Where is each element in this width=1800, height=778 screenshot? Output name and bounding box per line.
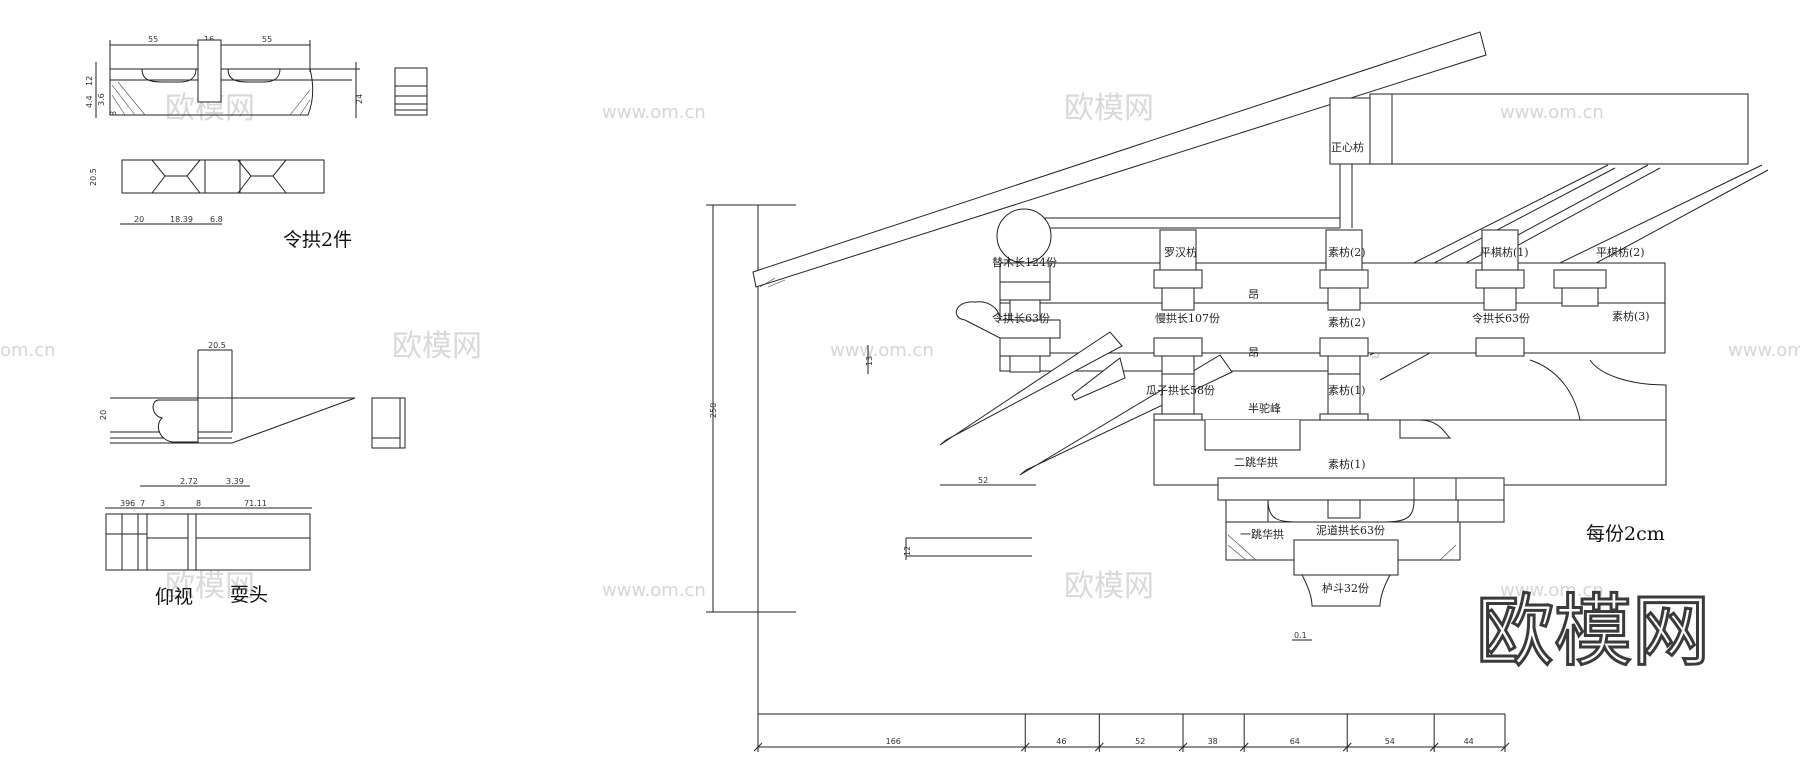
watermark-cn: 欧模网	[165, 569, 255, 604]
dim-tick-mark	[1239, 742, 1249, 752]
label-mangong: 慢拱长107份	[1155, 311, 1220, 325]
label-ping-fang-1: 平棋枋(1)	[1480, 245, 1529, 259]
dim-12: 12	[903, 546, 912, 556]
watermark-cn: 欧模网	[1064, 569, 1154, 604]
brand-logo: 欧模网	[1476, 587, 1710, 677]
watermark-url: www.om.cn	[1500, 580, 1604, 601]
dim-bottom-segment: 44	[1464, 737, 1474, 746]
dim-52: 52	[978, 476, 988, 485]
dim-2-72: 2.72	[180, 477, 198, 486]
label-ping-fang-2: 平棋枋(2)	[1596, 245, 1645, 259]
label-ang: 昂	[1248, 288, 1259, 301]
dim-bottom-segment: 52	[1135, 737, 1145, 746]
label-guazi: 瓜子拱长58份	[1146, 383, 1215, 397]
dim-20: 20	[134, 215, 144, 224]
dim-bottom-segment: 166	[886, 737, 901, 746]
watermark-url: www.om.cn	[602, 102, 706, 123]
dim-tick-mark	[753, 742, 763, 752]
yangshi-title: 仰视	[155, 586, 193, 608]
dim-tick-mark	[1342, 742, 1352, 752]
linggong-elevation: 55 16 55 12 4.4 3.6 8 24	[85, 35, 428, 118]
dim-bottom-segment: 46	[1056, 737, 1066, 746]
watermark-cn: 欧模网	[392, 329, 482, 364]
dim-bottom-segment: 54	[1385, 737, 1395, 746]
label-su-fang-1: 素枋(1)	[1328, 457, 1366, 471]
dougong-section: 250 正心枋	[706, 31, 1769, 752]
watermark-url: www.om.cn	[1500, 102, 1604, 123]
label-linggong-right: 令拱长63份	[1472, 311, 1530, 325]
label-luohan-fang: 罗汉枋	[1164, 245, 1197, 259]
dim-3-39: 3.39	[226, 477, 244, 486]
dim-12: 12	[85, 76, 94, 86]
dim-tick-mark	[1094, 742, 1104, 752]
watermark-url: www.om.cn	[1728, 340, 1800, 361]
watermark-cn: 欧模网	[1064, 91, 1154, 126]
dim-18-39: 18.39	[170, 215, 193, 224]
label-linggong-left: 令拱长63份	[992, 311, 1050, 325]
label-timu: 替木长124份	[992, 255, 1057, 269]
label-nidao: 泥道拱长63份	[1316, 523, 1385, 537]
dim-3: 3	[160, 499, 165, 508]
dim-tick-mark	[1500, 742, 1510, 752]
dim-tick-mark	[1429, 742, 1439, 752]
label-zhengxin-fang: 正心枋	[1331, 140, 1364, 154]
watermark-url: www.om.cn	[602, 580, 706, 601]
dim-6-8: 6.8	[210, 215, 223, 224]
dim-250: 250	[709, 403, 718, 418]
dim-bottom-segment: 38	[1208, 737, 1218, 746]
dim-55: 55	[148, 35, 158, 44]
dim-71-11: 71.11	[244, 499, 267, 508]
dim-3-6: 3.6	[97, 93, 106, 106]
label-ertiao: 二跳华拱	[1234, 455, 1278, 469]
label-ludou: 栌斗32份	[1322, 581, 1369, 595]
watermark-url: om.cn	[0, 340, 56, 361]
label-su-fang-1: 素枋(1)	[1328, 383, 1366, 397]
linggong-title: 令拱2件	[283, 229, 352, 251]
dim-20: 20	[99, 410, 108, 420]
shuatou-title: 耍头	[230, 584, 268, 606]
label-ang: 昂	[1248, 346, 1259, 359]
dim-8: 8	[196, 499, 201, 508]
label-bantuofeng: 半驼峰	[1248, 401, 1281, 415]
yangshi-plan: 2.72 3.39 396 7 3 8 71.11 仰视 耍头	[105, 477, 312, 608]
dim-bottom-segment: 64	[1290, 737, 1300, 746]
label-su-fang-2: 素枋(2)	[1328, 245, 1366, 259]
dim-8: 8	[109, 111, 118, 116]
dim-20-5: 20.5	[89, 168, 98, 186]
dim-0-1: 0.1	[1294, 631, 1307, 640]
label-yitiao: 一跳华拱	[1240, 527, 1284, 541]
watermark-url: www.om.cn	[830, 340, 934, 361]
dim-13: 13	[865, 356, 874, 366]
dim-tick-mark	[1178, 742, 1188, 752]
dim-55: 55	[262, 35, 272, 44]
linggong-plan: 20.5 20 18.39 6.8 令拱2件	[89, 159, 352, 251]
dim-4-4: 4.4	[85, 95, 94, 108]
label-su-fang-3: 素枋(3)	[1612, 309, 1650, 323]
dim-396: 396	[120, 499, 135, 508]
dim-tick-mark	[1020, 742, 1030, 752]
dim-24: 24	[355, 94, 364, 104]
dim-7: 7	[140, 499, 145, 508]
scale-note: 每份2cm	[1586, 523, 1665, 545]
dim-20-5: 20.5	[208, 341, 226, 350]
label-su-fang-2: 素枋(2)	[1328, 315, 1366, 329]
shuatou-elevation: 20.5 20	[99, 341, 406, 449]
